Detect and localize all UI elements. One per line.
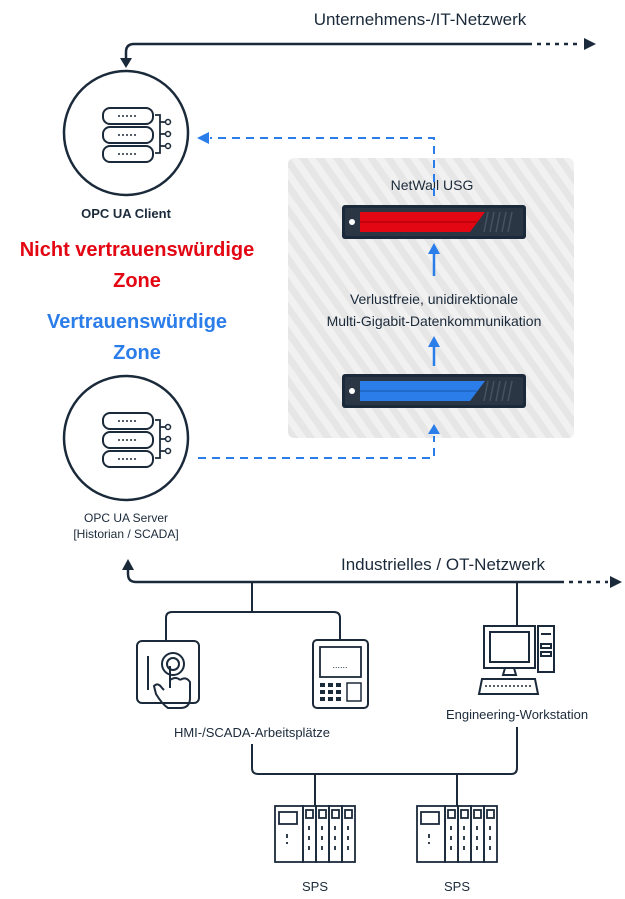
client-arrow-icon — [197, 132, 209, 144]
hmi-label: HMI-/SCADA-Arbeitsplätze — [174, 725, 330, 740]
untrusted-zone-line2: Zone — [113, 270, 161, 292]
netwall-red-appliance-icon — [342, 205, 526, 239]
server-label-line2: [Historian / SCADA] — [73, 527, 178, 541]
plc-rack-icon — [416, 805, 498, 863]
ot-branches — [165, 582, 518, 640]
unidirectional-arrows — [428, 243, 440, 366]
plc-rack-icon — [274, 805, 356, 863]
server-label-line1: OPC UA Server — [84, 511, 168, 525]
sps1-label: SPS — [302, 879, 328, 894]
netwall-blue-appliance-icon — [342, 374, 526, 408]
server-database-icon — [62, 374, 190, 502]
operator-keypad-icon: ...... — [312, 639, 369, 709]
dashed-data-flow — [198, 137, 435, 459]
ot-arrow-up-icon — [122, 559, 134, 570]
lossless-line1: Verlustfreie, unidirektionale — [350, 291, 518, 307]
it-arrow-right-icon — [584, 38, 596, 50]
sps-bus — [251, 727, 518, 806]
ot-network-line — [126, 570, 608, 584]
client-database-icon — [62, 69, 190, 197]
it-arrow-down-icon — [120, 58, 132, 68]
ot-arrow-right-icon — [610, 576, 622, 588]
engineering-label: Engineering-Workstation — [446, 707, 588, 722]
ot-network-label: Industrielles / OT-Netzwerk — [341, 555, 546, 574]
it-network-label: Unternehmens-/IT-Netzwerk — [314, 10, 527, 29]
untrusted-zone-line1: Nicht vertrauenswürdige — [20, 239, 255, 261]
panel-arrow-icon — [428, 424, 440, 434]
client-label: OPC UA Client — [81, 206, 171, 221]
netwall-label: NetWall USG — [391, 177, 474, 193]
trusted-zone-line1: Vertrauenswürdige — [47, 311, 227, 333]
keypad-screen-dots: ...... — [332, 660, 347, 670]
workstation-icon — [477, 625, 555, 695]
touch-panel-icon — [136, 640, 200, 709]
sps2-label: SPS — [444, 879, 470, 894]
trusted-zone-line2: Zone — [113, 342, 161, 364]
lossless-line2: Multi-Gigabit-Datenkommunikation — [327, 313, 542, 329]
it-network-line — [124, 42, 580, 60]
